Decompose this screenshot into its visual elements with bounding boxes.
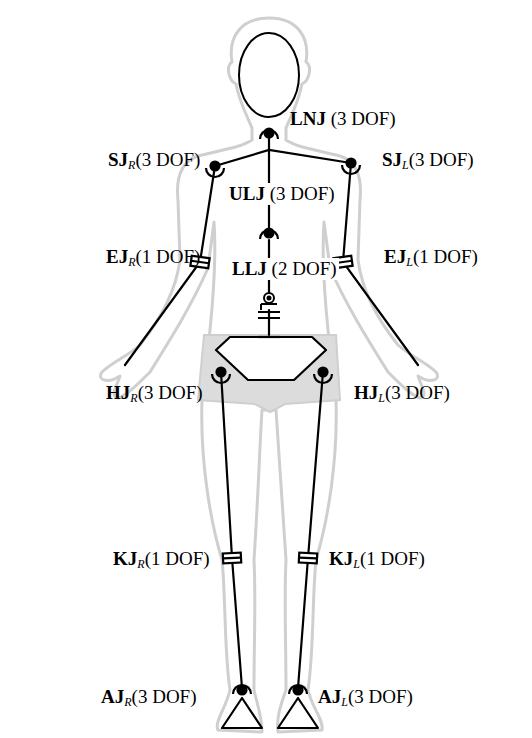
- joint-label: EJR(1 DOF): [106, 246, 200, 268]
- joint-label: EJL(1 DOF): [384, 246, 478, 268]
- universal-joint-symbol: [258, 293, 280, 324]
- joint-label: ULJ (3 DOF): [227, 183, 337, 205]
- head-outline: [239, 33, 299, 117]
- joint-label: HJR(3 DOF): [106, 382, 203, 404]
- joint-label: AJL(3 DOF): [318, 686, 413, 708]
- joint-label: KJL(1 DOF): [329, 548, 425, 570]
- pelvis-link: [216, 337, 326, 380]
- joint-label: LLJ (2 DOF): [230, 258, 339, 280]
- spherical-joints: [206, 129, 360, 695]
- shorts-band: [198, 335, 340, 412]
- joint-label: SJL(3 DOF): [382, 149, 474, 171]
- revolute-joints: [190, 256, 352, 564]
- joint-label: AJR(3 DOF): [101, 686, 197, 708]
- feet: [222, 698, 318, 728]
- joint-label: LNJ (3 DOF): [290, 108, 396, 130]
- skeleton-links: [125, 133, 418, 688]
- joint-label: SJR(3 DOF): [108, 149, 200, 171]
- joint-label: HJL(3 DOF): [354, 382, 450, 404]
- body-silhouette: [100, 18, 437, 732]
- joint-label: KJR(1 DOF): [113, 548, 210, 570]
